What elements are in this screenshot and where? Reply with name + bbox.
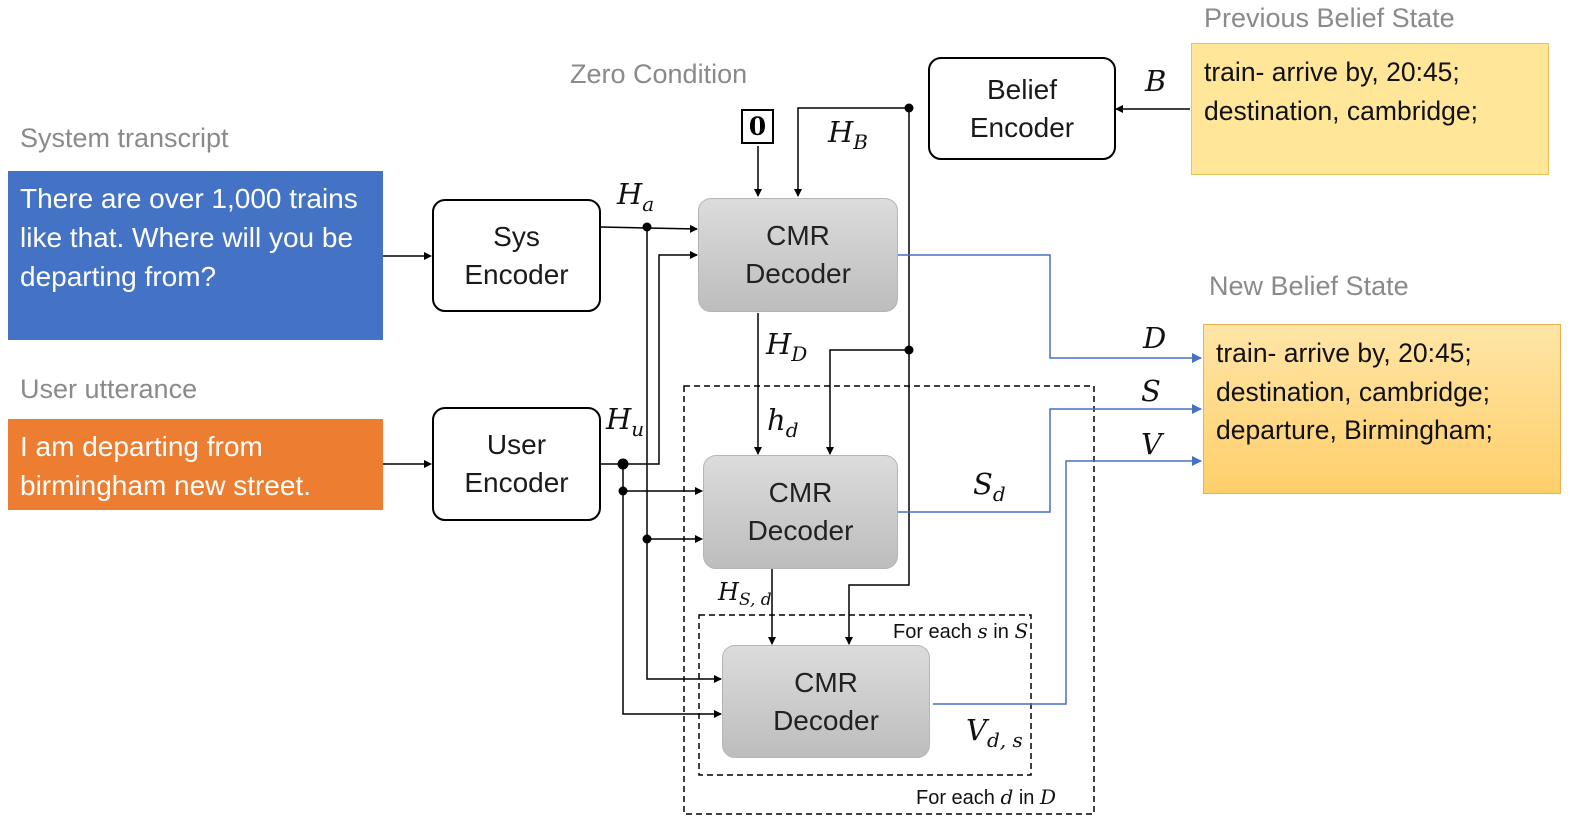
zero-condition-symbol: 0 [741, 109, 774, 144]
new-belief-state-box: train- arrive by, 20:45; destination, ca… [1203, 324, 1561, 494]
domain-loop-label: For each d in D [916, 785, 1057, 809]
domain-loop-frame [683, 385, 1095, 815]
system-transcript-box: There are over 1,000 trains like that. W… [8, 171, 383, 340]
domain-decoder-line1: CMR [766, 220, 830, 251]
previous-state-line: train- arrive by, 20:45; [1204, 57, 1460, 87]
d-output-line [898, 254, 1202, 363]
value-cmr-decoder: CMR Decoder [722, 645, 930, 758]
value-decoder-line1: CMR [794, 666, 858, 698]
symbol-hd-lower: hd [767, 403, 799, 442]
slot-loop-label: For each s in S [893, 619, 1029, 643]
symbol-sd: Sd [973, 467, 1006, 506]
hb-to-slot-decoder [826, 349, 909, 455]
slot-cmr-decoder: CMR Decoder [703, 455, 898, 569]
previous-state-line: destination, cambridge; [1204, 95, 1478, 126]
domain-decoder-line2: Decoder [745, 258, 851, 289]
ha-to-slot-decoder [646, 227, 703, 543]
user-utterance-heading: User utterance [20, 374, 198, 404]
system-transcript-heading: System transcript [20, 123, 229, 153]
sys-encoder-line1: Sys [493, 220, 540, 252]
symbol-hu: Hu [606, 402, 645, 441]
symbol-s-output: S [1141, 374, 1161, 408]
user-encoder-line1: User [486, 429, 547, 460]
hu-to-slot-decoder [622, 464, 703, 495]
symbol-ha: Ha [617, 177, 655, 216]
symbol-b: B [1145, 64, 1167, 98]
new-belief-state-heading: New Belief State [1209, 271, 1409, 301]
sys-encoder-line2: Encoder [464, 258, 569, 290]
slot-decoder-line1: CMR [768, 477, 833, 508]
zero-condition-heading: Zero Condition [570, 59, 748, 89]
user-encoder-line2: Encoder [464, 467, 569, 498]
slot-decoder-line2: Decoder [747, 515, 854, 546]
domain-cmr-decoder: CMR Decoder [698, 198, 898, 312]
symbol-hd-upper: HD [766, 327, 808, 366]
hb-to-domain-decoder [794, 107, 909, 197]
v-output-line [933, 456, 1202, 705]
junction-dots [617, 103, 914, 544]
symbol-d-output: D [1143, 321, 1167, 355]
slot-loop-frame [698, 614, 1032, 776]
new-state-line: destination, cambridge; [1216, 376, 1490, 407]
ha-to-value-decoder [646, 539, 722, 683]
s-output-line [898, 404, 1202, 513]
hu-to-value-decoder [622, 491, 722, 718]
belief-encoder-line1: Belief [986, 73, 1058, 105]
new-state-line: departure, Birmingham; [1216, 415, 1493, 445]
symbol-vds: Vd, s [966, 713, 1023, 752]
belief-encoder-line2: Encoder [969, 111, 1075, 143]
user-utterance-box: I am departing from birmingham new stree… [8, 419, 383, 510]
value-decoder-line2: Decoder [773, 704, 879, 736]
hu-to-domain-decoder [601, 251, 698, 465]
previous-belief-state-box: train- arrive by, 20:45; destination, ca… [1191, 43, 1549, 175]
new-state-line: train- arrive by, 20:45; [1216, 338, 1472, 368]
previous-belief-state-heading: Previous Belief State [1204, 3, 1455, 33]
symbol-v-output: V [1141, 427, 1162, 461]
symbol-hsd: HS, d [718, 578, 772, 610]
symbol-hb: HB [828, 115, 868, 154]
